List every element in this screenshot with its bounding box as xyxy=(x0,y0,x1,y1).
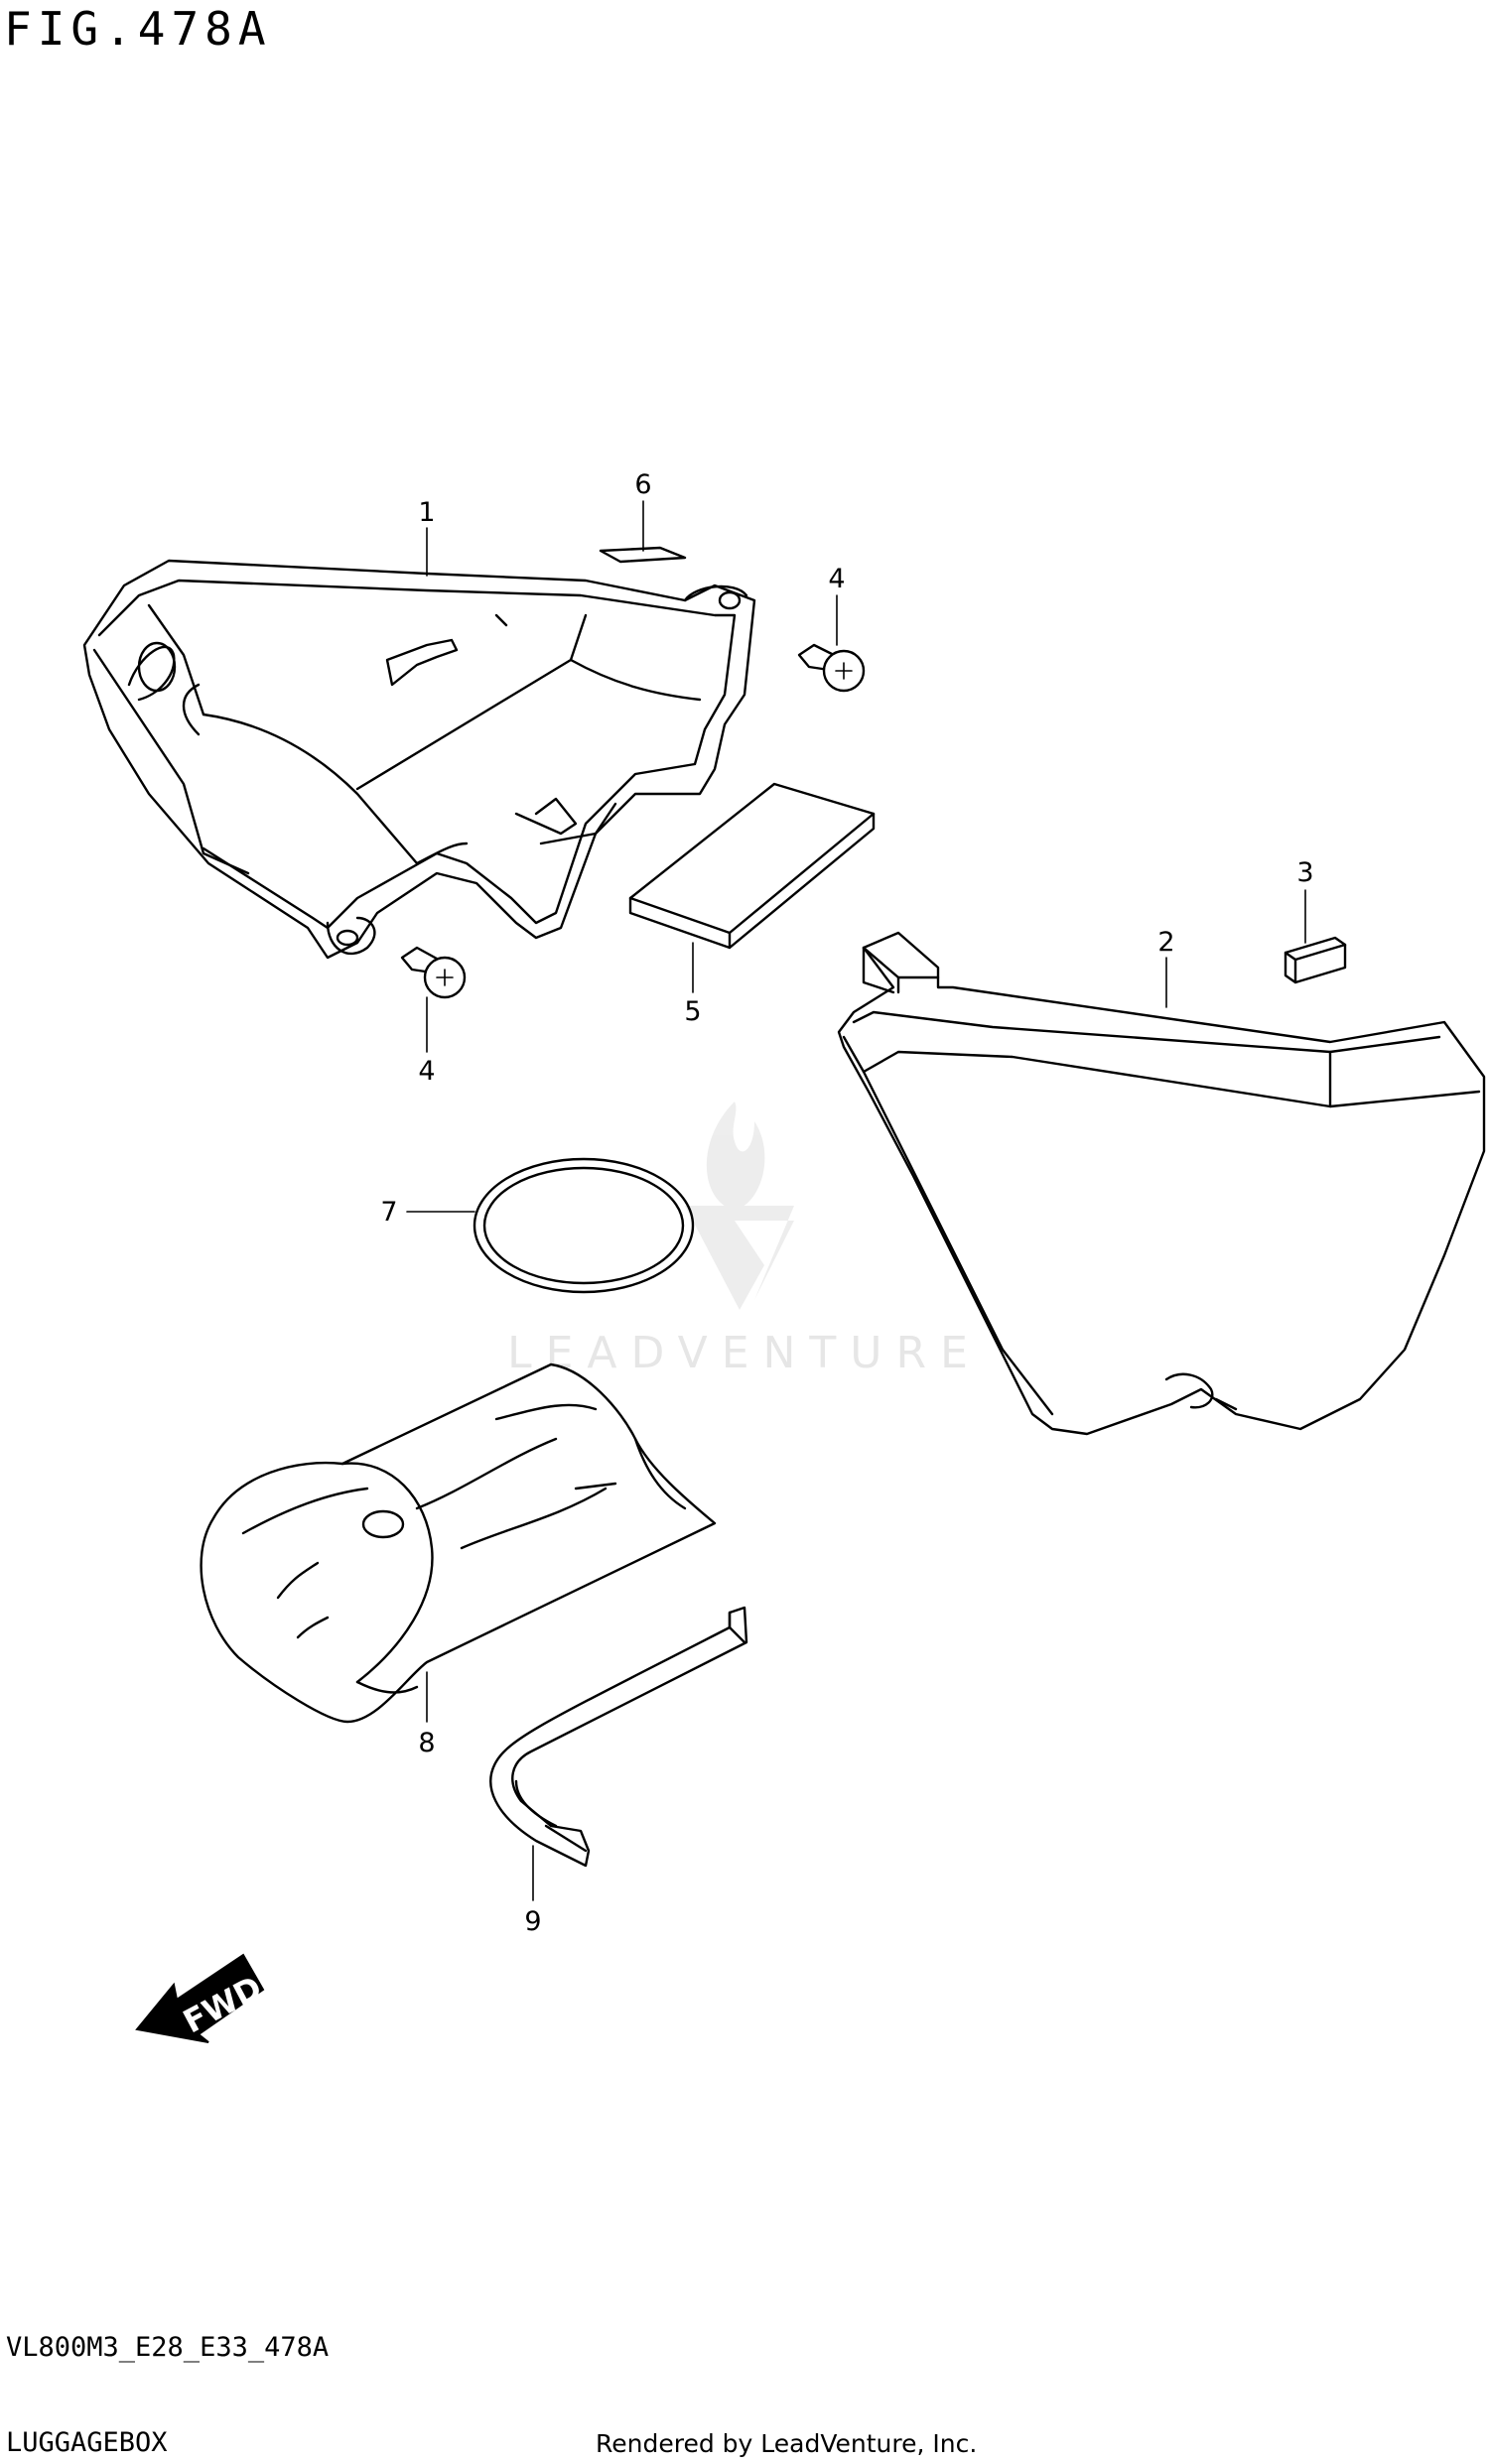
callout-6: 6 xyxy=(634,469,651,500)
hex-wrench xyxy=(489,1606,748,1868)
callout-5: 5 xyxy=(684,996,701,1027)
screw-upper-4 xyxy=(797,643,866,693)
tool-bag xyxy=(200,1362,717,1724)
callout-8: 8 xyxy=(418,1728,435,1758)
side-cover xyxy=(837,931,1486,1436)
leadventure-logo-icon: LEADVENTURE xyxy=(507,1102,982,1378)
callout-1: 1 xyxy=(418,497,435,528)
callouts: 1 2 3 4 4 5 6 7 8 9 xyxy=(380,469,1313,1937)
group-name: LUGGAGEBOX xyxy=(6,2427,168,2458)
watermark-text: LEADVENTURE xyxy=(507,1328,982,1378)
callout-2: 2 xyxy=(1157,927,1174,958)
screw-lower-4 xyxy=(400,946,467,999)
band-part-7 xyxy=(473,1157,695,1294)
callout-4-upper: 4 xyxy=(828,564,845,594)
callout-4-lower: 4 xyxy=(418,1056,435,1087)
callout-9: 9 xyxy=(524,1906,541,1937)
figure-title: FIG.478A xyxy=(4,2,272,56)
luggage-box xyxy=(82,559,756,960)
arrow-fwd-icon: FWD xyxy=(135,1953,268,2043)
callout-7: 7 xyxy=(380,1197,397,1228)
drawing-code: VL800M3_E28_E33_478A xyxy=(6,2332,330,2363)
label-part-3 xyxy=(1284,936,1347,984)
pad-part-5 xyxy=(628,782,876,950)
callout-3: 3 xyxy=(1296,857,1313,888)
cushion-part-6 xyxy=(599,546,687,564)
render-credit: Rendered by LeadVenture, Inc. xyxy=(596,2429,978,2458)
